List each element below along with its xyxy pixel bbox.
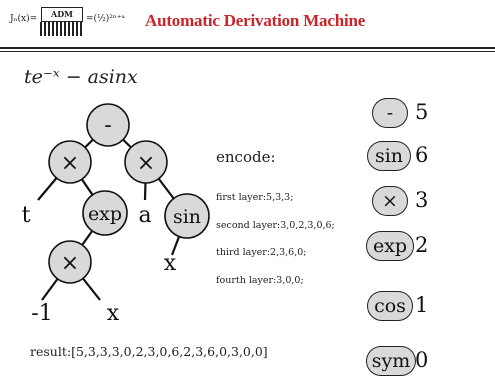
tree-label-neg-one: -1 bbox=[31, 301, 52, 326]
encode-layer-3: third layer:2,3,6,0; bbox=[216, 247, 307, 258]
header-divider-thin bbox=[0, 51, 495, 52]
tree-node-times-right bbox=[124, 140, 168, 184]
header: Jₙ(x)= ADM =(½)²ⁿ⁺ᵃ Automatic Derivation… bbox=[0, 0, 495, 48]
tree-label-exp: exp bbox=[88, 203, 122, 225]
tree-node-times-left bbox=[48, 140, 92, 184]
encode-layer-1: first layer:5,3,3; bbox=[216, 192, 294, 203]
tree-label-x-bottom: x bbox=[107, 301, 120, 326]
legend-node-sin: sin bbox=[367, 141, 411, 171]
expression-tree: - × × t exp a sin × x -1 x bbox=[22, 103, 210, 326]
legend-node-sym: sym bbox=[366, 346, 416, 376]
header-title: Automatic Derivation Machine bbox=[145, 11, 366, 30]
tree-node-sin bbox=[164, 193, 210, 239]
encode-layer-4: fourth layer:3,0,0; bbox=[216, 275, 304, 286]
legend-code-minus: 5 bbox=[415, 100, 429, 124]
legend-node-exp: exp bbox=[366, 231, 414, 261]
tree-label-root: - bbox=[104, 113, 111, 138]
result: result:[5,3,3,3,0,2,3,0,6,2,3,6,0,3,0,0] bbox=[30, 344, 268, 359]
logo-box: ADM bbox=[41, 7, 83, 22]
legend-node-minus: - bbox=[372, 98, 408, 128]
legend-code-sym: 0 bbox=[415, 348, 429, 372]
logo-icon bbox=[40, 22, 84, 36]
legend-code-times: 3 bbox=[415, 188, 429, 212]
legend-code-cos: 1 bbox=[415, 293, 429, 317]
expression: te⁻ˣ − asinx bbox=[24, 66, 138, 88]
encode-title: encode: bbox=[216, 148, 276, 166]
legend-node-cos: cos bbox=[367, 291, 413, 321]
tree-node-exp bbox=[82, 190, 128, 236]
tree-node-root bbox=[86, 103, 130, 147]
legend-code-sin: 6 bbox=[415, 143, 429, 167]
legend-code-exp: 2 bbox=[415, 233, 429, 257]
legend-node-times: × bbox=[372, 186, 408, 216]
tree-label-x-sin: x bbox=[164, 251, 177, 276]
tree-label-times-left: × bbox=[61, 151, 79, 176]
tree-label-a: a bbox=[138, 203, 151, 228]
tree-label-t: t bbox=[22, 203, 31, 228]
tree-node-times-bottom bbox=[48, 240, 92, 284]
tree-label-sin: sin bbox=[173, 206, 201, 228]
encode-layer-2: second layer:3,0,2,3,0,6; bbox=[216, 220, 335, 231]
logo-formula: Jₙ(x)= bbox=[10, 14, 38, 24]
tree-label-times-right: × bbox=[137, 151, 155, 176]
logo-formula-rhs: =(½)²ⁿ⁺ᵃ bbox=[86, 14, 126, 24]
tree-label-times-bottom: × bbox=[61, 251, 79, 276]
header-divider bbox=[0, 47, 495, 49]
